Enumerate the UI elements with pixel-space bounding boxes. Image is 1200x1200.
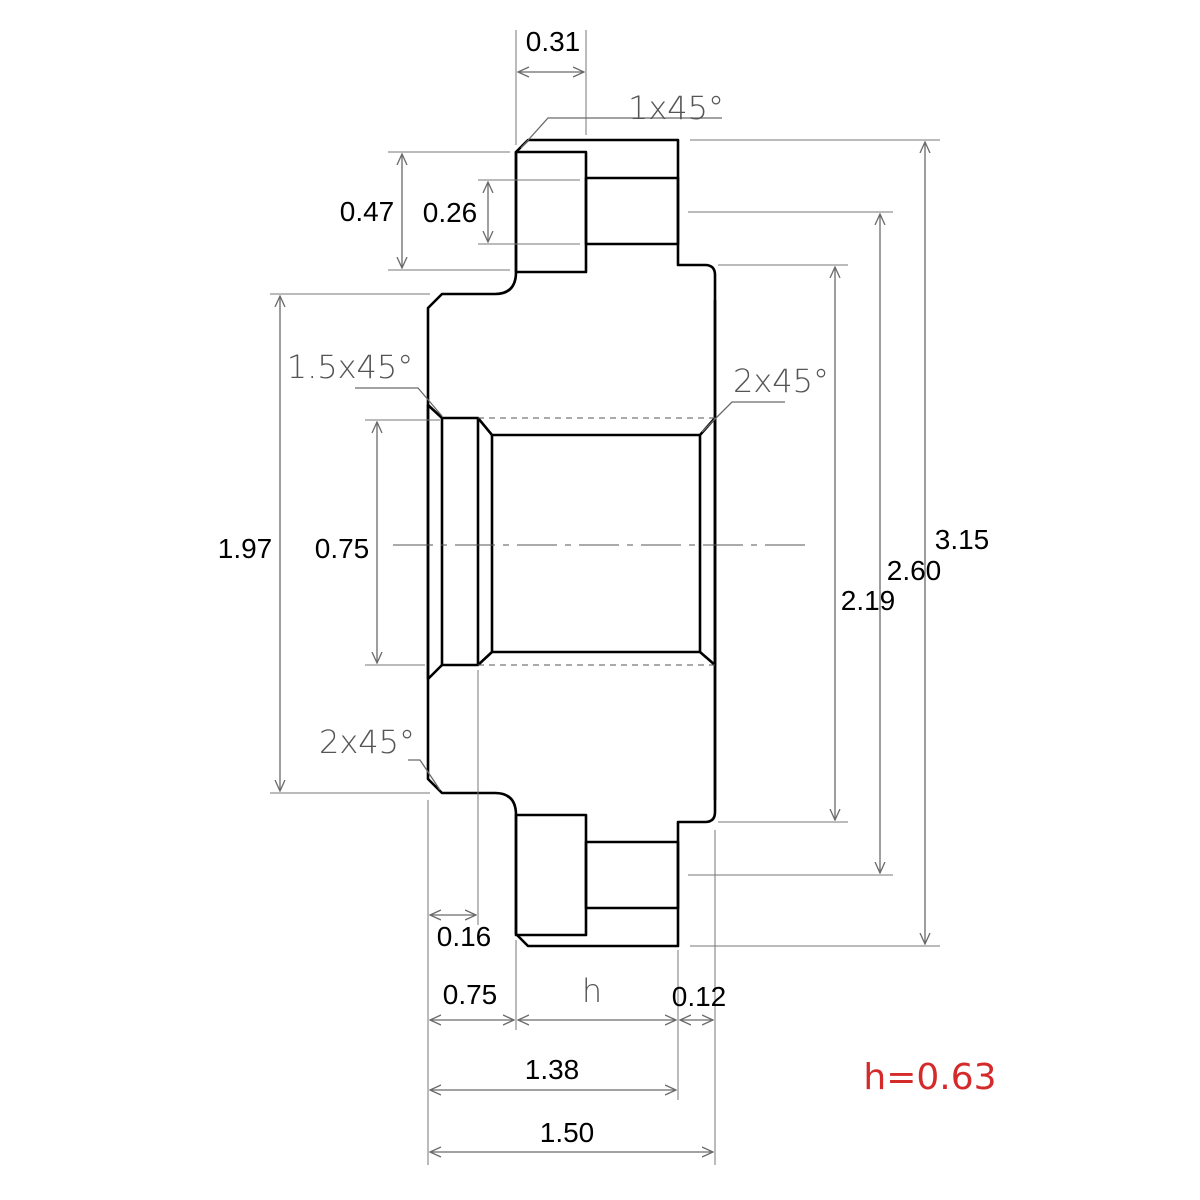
top-counterbore [514, 150, 588, 274]
note-bore-left-chamfer: 1.5x45° [287, 348, 414, 386]
dim-hole-height: 0.26 [423, 197, 478, 228]
part-section [393, 138, 805, 948]
dimension-arrows [280, 72, 925, 1152]
dim-bore-diameter: 0.75 [315, 533, 370, 564]
dim-outer-diameter: 3.15 [935, 524, 990, 555]
note-bore-right-chamfer: 2x45° [733, 362, 829, 400]
dim-step-length: 0.12 [672, 981, 727, 1012]
bottom-bolt-hole [584, 840, 680, 910]
dim-hub-diameter: 1.97 [218, 533, 273, 564]
dim-hub-length: 0.75 [443, 979, 498, 1010]
top-bolt-hole [584, 176, 680, 246]
dim-total-length: 1.50 [540, 1117, 595, 1148]
section-body [426, 138, 717, 948]
dim-counterbore-height: 0.47 [340, 196, 395, 227]
dim-flange-thickness: h [582, 972, 602, 1010]
variable-value: h=0.63 [863, 1057, 996, 1098]
note-top-chamfer: 1x45° [628, 89, 724, 127]
dim-body-diameter: 2.19 [841, 585, 896, 616]
bore [426, 403, 717, 681]
dim-flange-hole-width: 0.31 [526, 26, 581, 57]
note-hub-chamfer: 2x45° [319, 723, 415, 761]
bottom-counterbore [514, 813, 588, 937]
dim-hole-circle-diameter: 2.60 [887, 555, 942, 586]
extension-lines [270, 30, 940, 1165]
dim-recess-depth: 0.16 [437, 921, 492, 952]
dim-length-to-flange: 1.38 [525, 1054, 580, 1085]
